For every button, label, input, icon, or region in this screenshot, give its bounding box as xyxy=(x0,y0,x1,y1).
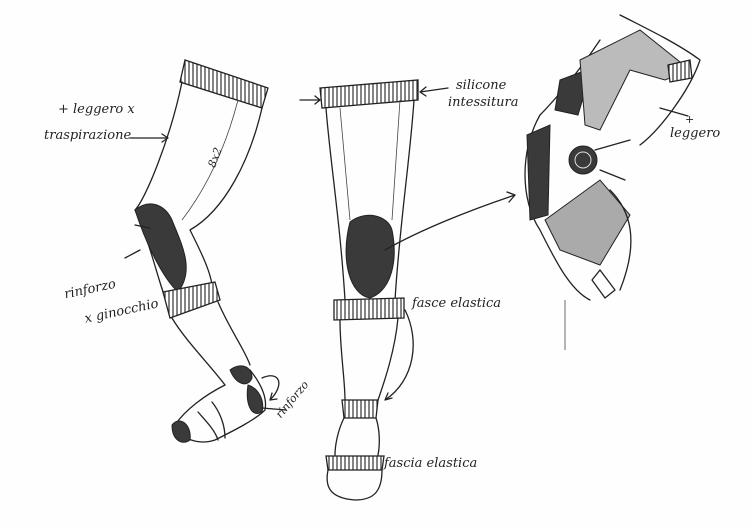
top-band xyxy=(179,59,269,109)
note-elastic-bands: fasce elastica xyxy=(412,296,502,311)
note-lighter-right-line2: leggero xyxy=(670,126,721,141)
knee-reinforcement-pad xyxy=(134,203,187,293)
left-leg-sleeve xyxy=(134,59,269,443)
knee-band xyxy=(333,297,405,321)
note-elastic-band-foot: fascia elastica xyxy=(384,456,478,471)
knee-band xyxy=(162,281,221,319)
top-band xyxy=(319,79,419,109)
note-lighter-right-line1: + xyxy=(685,113,695,126)
annotation-arrows xyxy=(124,86,689,411)
foot-band xyxy=(325,455,385,471)
note-silicone-line1: silicone xyxy=(456,78,507,93)
right-knee-brace xyxy=(524,14,701,350)
note-lighter-line1: + leggero x xyxy=(58,102,135,117)
middle-leg-sleeve xyxy=(319,79,419,501)
ankle-band xyxy=(341,399,379,419)
note-lighter-line2: traspirazione xyxy=(44,128,132,143)
knee-reinforcement-pad xyxy=(345,214,395,299)
note-silicone-line2: intessitura xyxy=(448,95,519,110)
